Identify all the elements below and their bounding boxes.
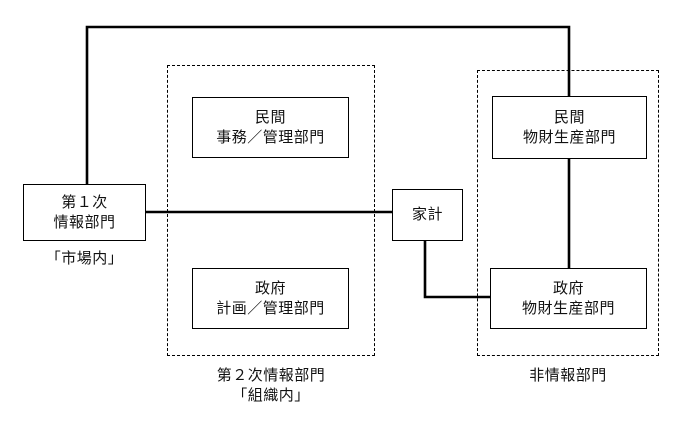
- node-government-goods-production-sector-line-2: 物財生産部門: [521, 298, 615, 317]
- group-label-secondary-line-2: 「組織内」: [232, 386, 310, 405]
- node-government-goods-production-sector-line-1: 政府: [552, 279, 584, 298]
- group-secondary-information-sector: [167, 65, 375, 356]
- group-label-secondary-line-1: 第２次情報部門: [216, 366, 326, 384]
- group-non-information-sector: [477, 70, 659, 356]
- node-primary-information-sector[interactable]: 第１次 情報部門: [23, 184, 146, 241]
- node-private-goods-production-sector-line-1: 民間: [553, 108, 585, 127]
- group-label-non-information-line-1: 非情報部門: [529, 366, 607, 384]
- node-government-planning-sector-line-1: 政府: [254, 279, 286, 298]
- node-household-line-1: 家計: [411, 205, 443, 224]
- node-private-admin-sector[interactable]: 民間 事務／管理部門: [192, 97, 349, 158]
- connector-primary-to-private-goods: [85, 25, 571, 184]
- node-household[interactable]: 家計: [392, 189, 463, 241]
- node-primary-information-sector-line-1: 第１次: [61, 193, 108, 212]
- node-government-planning-sector-line-2: 計画／管理部門: [216, 298, 325, 317]
- node-government-goods-production-sector[interactable]: 政府 物財生産部門: [490, 268, 647, 329]
- connector-household-to-government-goods: [423, 241, 490, 299]
- node-private-admin-sector-line-1: 民間: [254, 108, 286, 127]
- node-private-goods-production-sector-line-2: 物財生産部門: [522, 127, 616, 146]
- caption-primary-information-sector: 「市場内」: [45, 249, 124, 267]
- node-private-goods-production-sector[interactable]: 民間 物財生産部門: [492, 96, 647, 159]
- group-label-secondary-information-sector: 第２次情報部門 「組織内」: [167, 365, 375, 406]
- group-label-non-information-sector: 非情報部門: [477, 365, 659, 385]
- node-government-planning-sector[interactable]: 政府 計画／管理部門: [192, 268, 349, 329]
- node-primary-information-sector-line-2: 情報部門: [53, 212, 116, 231]
- node-private-admin-sector-line-2: 事務／管理部門: [216, 127, 325, 146]
